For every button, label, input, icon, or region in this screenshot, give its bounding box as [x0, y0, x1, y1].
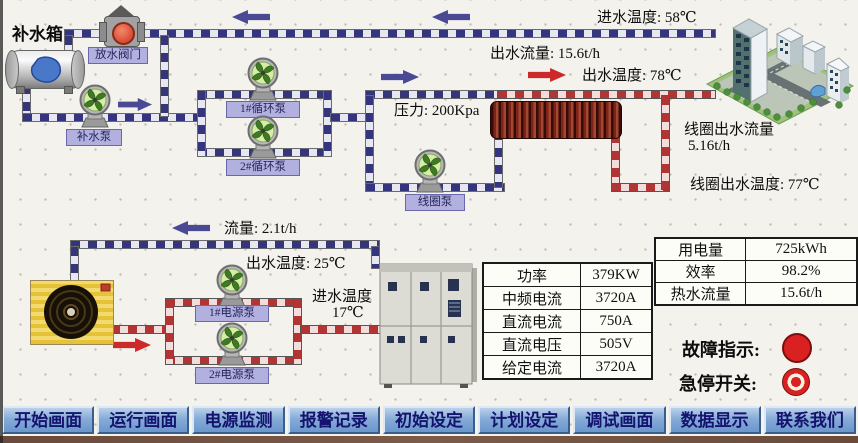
nav-bar: 开始画面 运行画面 电源监测 报警记录 初始设定 计划设定 调试画面 数据显示 … [0, 406, 858, 435]
pipe-segment [497, 90, 716, 99]
table-cell-value: 725kWh [745, 237, 858, 261]
power-pump1-label: 1#电源泵 [195, 305, 269, 322]
valve-label: 放水阀门 [88, 47, 148, 64]
table-cell-value: 505V [580, 332, 653, 356]
fault-indicator-label: 故障指示: [682, 340, 760, 360]
loop-inlet-temp-value: 17℃ [332, 305, 364, 321]
power-cabinet-icon [379, 263, 477, 388]
pipe-segment [611, 133, 620, 188]
nav-button-data-display[interactable]: 数据显示 [668, 406, 761, 434]
nav-button-plan-settings[interactable]: 计划设定 [478, 406, 571, 434]
table-cell-value: 3720A [580, 286, 653, 310]
coil-outlet-flow-label: 线圈出水流量 [684, 122, 775, 138]
loop-flow-reading: 流量: 2.1t/h [224, 221, 297, 237]
table-row: 用电量 725kWh [654, 237, 858, 261]
pipe-segment [64, 29, 716, 38]
table-cell-label: 中频电流 [482, 286, 581, 310]
makeup-pump-label: 补水泵 [66, 129, 122, 146]
table-cell-label: 热水流量 [654, 282, 747, 306]
pipe-segment [365, 95, 374, 189]
tank-leg [16, 86, 25, 94]
nav-button-alarm-log[interactable]: 报警记录 [287, 406, 380, 434]
table-row: 效率 98.2% [654, 260, 858, 283]
flow-arrow-left-icon [232, 10, 270, 24]
nav-button-start-screen[interactable]: 开始画面 [2, 406, 95, 434]
table-row: 直流电流 750A [482, 309, 653, 333]
tank-icon [5, 50, 85, 89]
table-row: 功率 379KW [482, 262, 653, 287]
table-cell-value: 3720A [580, 355, 653, 380]
flow-arrow-left-icon [432, 10, 470, 24]
screen-left-edge [0, 0, 3, 443]
flow-arrow-left-icon [172, 221, 210, 235]
pressure-reading: 压力: 200Kpa [394, 103, 480, 119]
nav-button-initial-settings[interactable]: 初始设定 [382, 406, 476, 434]
pipe-segment [323, 90, 332, 157]
bottom-strip [0, 436, 858, 443]
table-row: 热水流量 15.6t/h [654, 282, 858, 306]
circ-pump1-icon [243, 57, 283, 101]
table-cell-label: 效率 [654, 260, 747, 283]
coil-pump-icon [410, 149, 450, 193]
table-row: 中频电流 3720A [482, 286, 653, 310]
coil-outlet-flow-value: 5.16t/h [688, 138, 731, 154]
power-pump2-label: 2#电源泵 [195, 367, 269, 384]
pipe-segment [371, 246, 380, 269]
pipe-segment [160, 35, 169, 117]
pipe-segment [365, 90, 501, 99]
outlet-temp-reading: 出水温度: 78℃ [582, 68, 682, 84]
table-cell-label: 给定电流 [482, 355, 581, 380]
table-row: 直流电压 505V [482, 332, 653, 356]
pipe-segment [197, 90, 206, 157]
table-cell-label: 用电量 [654, 237, 747, 261]
building-icon [705, 18, 855, 125]
flow-arrow-right-icon [381, 70, 419, 84]
circ-pump2-label: 2#循环泵 [226, 159, 300, 176]
table-row: 给定电流 3720A [482, 355, 653, 380]
pipe-segment [70, 240, 380, 249]
nav-button-contact-us[interactable]: 联系我们 [763, 406, 856, 434]
fault-indicator-light [782, 333, 812, 363]
coil-pump-label: 线圈泵 [405, 194, 465, 211]
table-cell-label: 功率 [482, 262, 581, 287]
power-pump2-icon [212, 322, 252, 366]
pipe-segment [165, 298, 174, 365]
table-cell-value: 379KW [580, 262, 653, 287]
pipe-segment [661, 95, 670, 190]
power-table: 功率 379KW 中频电流 3720A 直流电流 750A 直流电压 505V … [482, 262, 653, 380]
pipe-segment [110, 325, 170, 334]
nav-button-power-monitor[interactable]: 电源监测 [192, 406, 285, 434]
tank-title: 补水箱 [12, 25, 63, 44]
drain-valve-icon [99, 16, 145, 47]
estop-button[interactable] [782, 368, 810, 396]
nav-button-run-screen[interactable]: 运行画面 [97, 406, 190, 434]
table-cell-label: 直流电流 [482, 309, 581, 333]
table-cell-label: 直流电压 [482, 332, 581, 356]
radiator-icon [30, 280, 114, 345]
nav-button-debug-screen[interactable]: 调试画面 [573, 406, 666, 434]
flow-arrow-right-icon [528, 68, 566, 82]
table-cell-value: 15.6t/h [745, 282, 858, 306]
water-blob-icon [30, 56, 62, 83]
tank-leg [64, 86, 73, 94]
estop-label: 急停开关: [679, 374, 757, 394]
pipe-segment [300, 325, 382, 334]
induction-coil-icon [490, 101, 622, 139]
flow-arrow-right-icon [113, 338, 151, 352]
energy-table: 用电量 725kWh 效率 98.2% 热水流量 15.6t/h [654, 237, 858, 306]
inlet-temp-reading: 进水温度: 58℃ [597, 10, 697, 26]
table-cell-value: 98.2% [745, 260, 858, 283]
circ-pump2-icon [243, 115, 283, 159]
makeup-pump-icon [75, 84, 115, 128]
valve-handle-icon [108, 5, 134, 16]
flow-arrow-right-icon [118, 98, 152, 111]
table-cell-value: 750A [580, 309, 653, 333]
outlet-flow-reading: 出水流量: 15.6t/h [490, 46, 601, 62]
loop-inlet-temp-label: 进水温度 [312, 289, 373, 305]
coil-outlet-temp-reading: 线圈出水温度: 77℃ [690, 177, 820, 193]
loop-outlet-temp-reading: 出水温度: 25℃ [246, 256, 346, 272]
